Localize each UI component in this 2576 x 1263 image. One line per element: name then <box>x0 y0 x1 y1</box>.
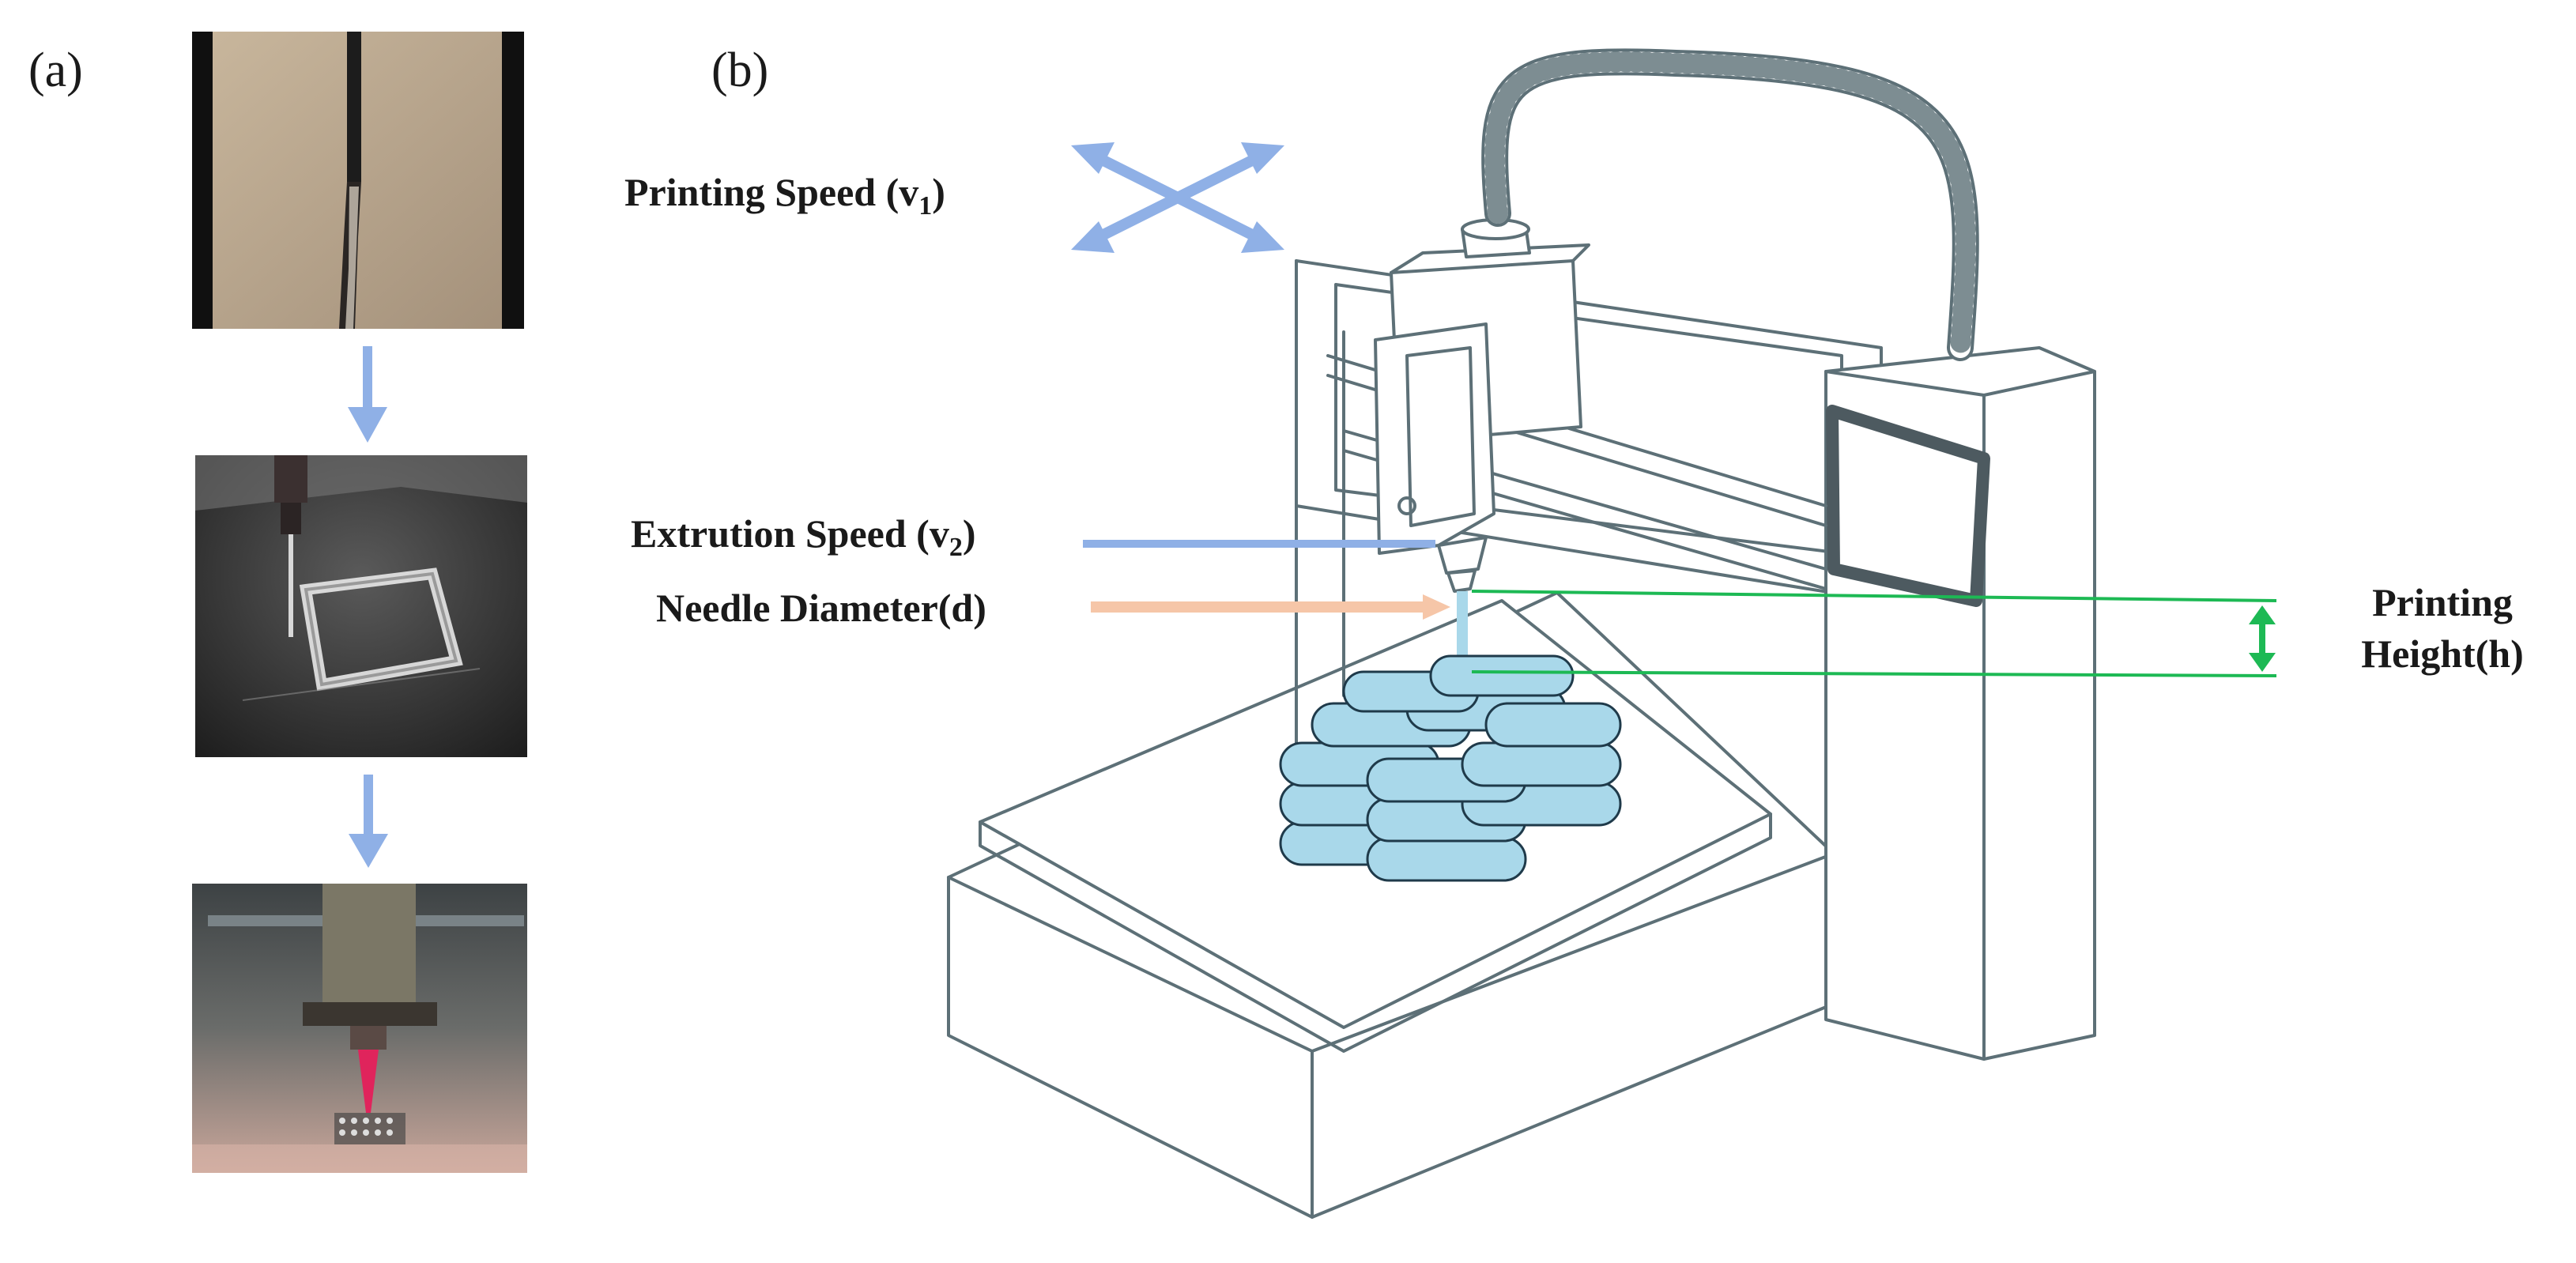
extrusion-speed-label: Extrution Speed (v2) <box>631 511 976 562</box>
printing-height-label: Printing Height(h) <box>2340 577 2545 680</box>
printing-speed-label: Printing Speed (v1) <box>624 170 945 221</box>
photo-ink-filament <box>192 32 524 329</box>
printing-height-guides <box>1471 590 2277 677</box>
printing-speed-variable: v <box>899 170 919 214</box>
nozzle <box>1446 569 1477 593</box>
printing-height-line1: Printing <box>2372 580 2513 624</box>
photo-printed-square <box>195 455 527 757</box>
extrusion-speed-subscript: 2 <box>949 533 963 562</box>
cross-arrows-icon <box>1071 142 1284 253</box>
photo-printer-nozzle <box>192 884 527 1173</box>
extrusion-speed-variable: v <box>929 511 949 556</box>
printing-speed-text: Printing Speed <box>624 170 877 214</box>
panel-label-b: (b) <box>711 43 769 97</box>
extrusion-speed-text: Extrution Speed <box>631 511 907 556</box>
printer-screen <box>1826 405 1990 607</box>
printed-lattice <box>1279 654 1622 882</box>
printing-speed-subscript: 1 <box>918 191 933 221</box>
needle-diameter-label: Needle Diameter(d) <box>656 586 986 630</box>
print-head <box>1374 322 1495 555</box>
printing-height-line2: Height(h) <box>2361 632 2524 676</box>
double-arrow-vertical-icon <box>2249 605 2276 672</box>
panel-label-a: (a) <box>28 43 83 97</box>
